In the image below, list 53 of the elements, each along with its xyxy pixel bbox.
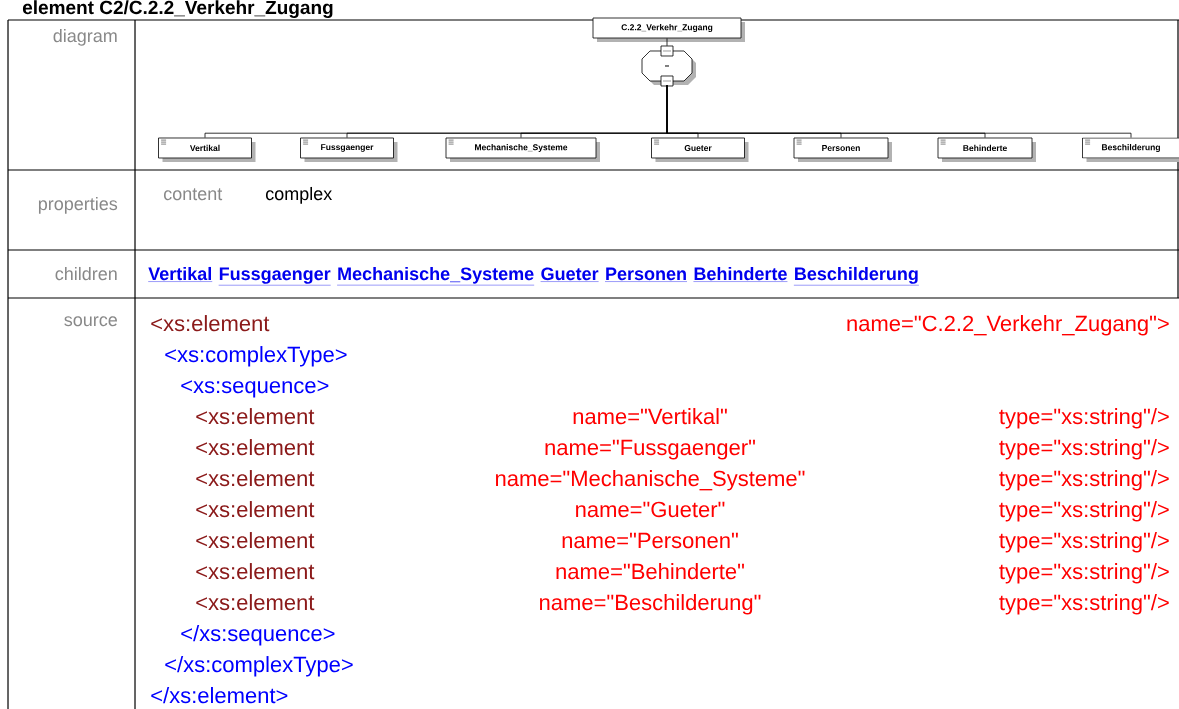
child-link: Beschilderung: [793, 266, 920, 286]
source-code: name="Fussgaenger": [545, 439, 755, 460]
child-link: Vertikal: [148, 266, 213, 282]
source-code: type="xs:string"/>: [999, 501, 1169, 522]
source-code: type="xs:string"/>: [999, 408, 1169, 429]
source-code: <xs:element: [196, 532, 315, 549]
source-code: <xs:element: [196, 408, 315, 425]
connector-line: [666, 38, 668, 47]
connector-line: [666, 84, 1132, 138]
source-code: <xs:complexType>: [165, 346, 347, 367]
child-link: Mechanische_Systeme: [336, 266, 535, 286]
row-header: children: [55, 266, 117, 281]
source-code: <xs:element: [196, 439, 315, 456]
source-code: <xs:sequence>: [181, 380, 329, 398]
source-code: type="xs:string"/>: [999, 594, 1169, 615]
source-code: </xs:element>: [151, 687, 288, 704]
row-header: diagram: [53, 28, 117, 46]
source-code: <xs:element: [196, 501, 315, 518]
source-code: <xs:element: [196, 470, 315, 487]
source-code: </xs:complexType>: [165, 656, 353, 677]
page-title: element C2/C.2.2_Verkehr_Zugang: [22, 0, 333, 18]
source-code: type="xs:string"/>: [999, 439, 1169, 460]
source-code: type="xs:string"/>: [999, 470, 1169, 491]
source-code: name="Beschilderung": [540, 594, 761, 615]
child-element-box: Personen: [793, 137, 892, 162]
source-code: type="xs:string"/>: [999, 563, 1169, 584]
child-link: Personen: [604, 267, 688, 282]
child-element-box: Gueter: [651, 137, 749, 162]
root-element-box: C.2.2_Verkehr_Zugang: [592, 17, 745, 42]
child-element-box: Mechanische_Systeme: [445, 137, 600, 162]
row-header: properties: [38, 196, 118, 214]
source-code: <xs:element: [196, 594, 315, 611]
row-header: source: [64, 316, 117, 327]
sequence-symbol: [641, 45, 696, 87]
source-code: name="Vertikal": [573, 408, 727, 425]
source-code: name="Mechanische_Systeme": [496, 470, 805, 491]
child-link: Gueter: [540, 267, 599, 282]
child-link: Behinderte: [693, 266, 788, 282]
source-code: name="C.2.2_Verkehr_Zugang">: [847, 315, 1169, 336]
source-code: <xs:element: [151, 315, 270, 332]
child-link: Fussgaenger: [218, 267, 331, 286]
property-name: content: [164, 188, 223, 201]
child-element-box: Fussgaenger: [300, 137, 398, 162]
child-element-box: Beschilderung: [1082, 137, 1179, 162]
source-code: name="Personen": [562, 532, 738, 549]
child-element-box: Vertikal: [158, 137, 256, 162]
source-code: type="xs:string"/>: [999, 532, 1169, 553]
source-code: name="Gueter": [576, 501, 725, 518]
source-code: <xs:element: [196, 563, 315, 580]
source-code: name="Behinderte": [556, 563, 744, 580]
child-element-box: Behinderte: [937, 137, 1036, 162]
property-value: complex: [266, 186, 333, 204]
source-code: </xs:sequence>: [181, 625, 335, 646]
